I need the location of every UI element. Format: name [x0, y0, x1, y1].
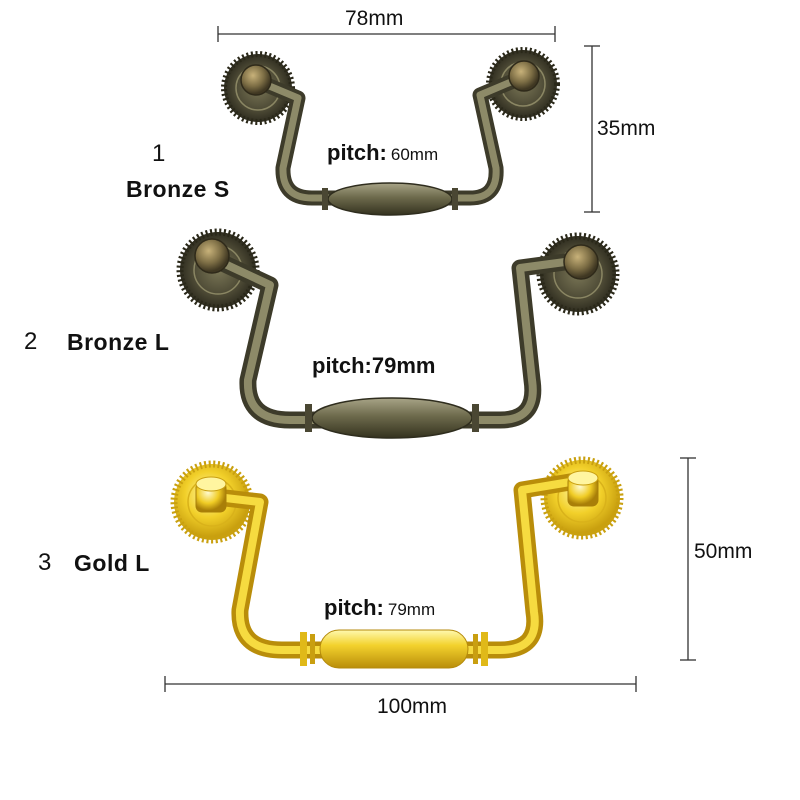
pitch-value: 79mm	[387, 600, 436, 619]
knob-left	[240, 64, 272, 96]
pitch-2: pitch:79mm	[312, 353, 435, 379]
dimension-large-height	[680, 457, 696, 661]
knob-left	[195, 476, 227, 513]
product-number-1: 1	[152, 140, 166, 167]
knob-right	[508, 60, 540, 92]
dimension-label-small-height: 35mm	[597, 117, 656, 140]
grip-gold-l	[319, 629, 469, 669]
product-name-3: Gold L	[74, 550, 150, 576]
pitch-value: 79mm	[371, 353, 436, 378]
dimension-label-large-height: 50mm	[694, 540, 753, 563]
handle-bronze-l	[176, 228, 620, 439]
knob-right	[563, 244, 599, 280]
pitch-1: pitch: 60mm	[327, 140, 438, 166]
dimension-label-top-width: 78mm	[345, 7, 404, 30]
pitch-value: 60mm	[390, 145, 439, 164]
dimension-top-width	[217, 26, 556, 42]
pitch-label: pitch:	[324, 595, 384, 620]
grip-bronze-l	[311, 397, 473, 439]
dimension-bottom-width	[164, 676, 637, 692]
pitch-3: pitch: 79mm	[324, 595, 435, 621]
dimension-label-bottom-width: 100mm	[377, 695, 448, 718]
product-number-3: 3	[38, 549, 52, 576]
product-name-1: Bronze S	[126, 176, 230, 202]
handle-gold-l	[170, 456, 624, 669]
product-name-2: Bronze L	[67, 329, 170, 355]
pitch-label: pitch:	[312, 353, 372, 378]
grip-bronze-s	[327, 182, 453, 216]
handle-bronze-s	[221, 47, 560, 216]
knob-left	[194, 238, 230, 274]
knob-right	[567, 470, 599, 507]
product-number-2: 2	[24, 328, 38, 355]
pitch-label: pitch:	[327, 140, 387, 165]
dimension-small-height	[584, 45, 600, 213]
